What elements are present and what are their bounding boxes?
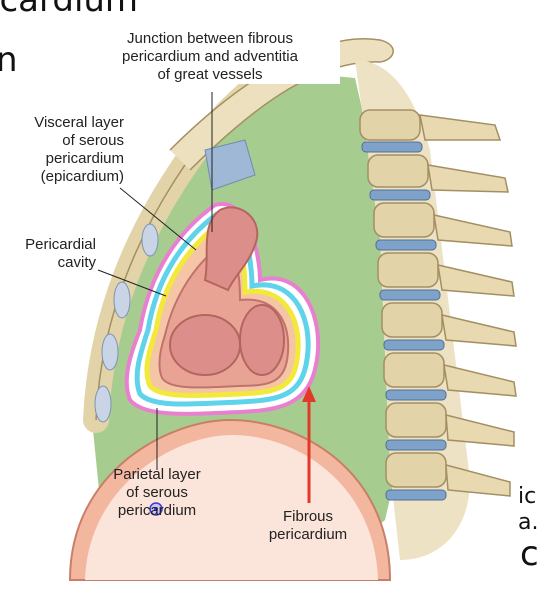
rib-stubs [94,223,159,423]
label-junction: Junction between fibrous pericardium and… [80,30,340,84]
label-junction-line-2: pericardium and adventitia [122,48,298,65]
label-visceral-line-1: Visceral layer [34,114,124,131]
heart-chamber-right [239,304,285,376]
vertebral-bodies [359,109,447,488]
slide-text-fragment-c: c [520,534,539,574]
label-parietal-line-1: Parietal layer [113,466,201,483]
label-cavity-line-1: Pericardial [25,236,96,253]
cartilage-patch [204,139,256,191]
label-parietal-line-3: pericardium [117,502,197,519]
slide-text-fragment-ica: ic a. [518,484,539,535]
label-fibrous-pericardium: Fibrous pericardium [248,508,368,544]
fibrous-pericardium-arrow [302,386,316,503]
intervertebral-discs [361,141,447,501]
label-visceral-line-2: of serous [62,132,124,149]
label-junction-line-1: Junction between fibrous [127,30,293,47]
label-parietal-layer: Parietal layer of serous pericardium [92,466,222,520]
label-visceral-layer: Visceral layer of serous pericardium (ep… [6,114,124,186]
label-pericardial-cavity: Pericardial cavity [6,236,96,272]
label-visceral-line-4: (epicardium) [40,168,124,185]
diaphragm-inner [85,435,378,580]
cursor-marker-icon [149,502,163,516]
label-fibrous-line-2: pericardium [268,526,348,543]
label-visceral-line-3: pericardium [45,150,124,167]
slide-text-fragment-left: n [0,40,18,80]
leader-lines [97,92,213,470]
heart-chamber-left [169,314,241,376]
spinous-processes [419,114,517,497]
slide-text-fragment-top: icardium [0,0,139,20]
label-parietal-line-2: of serous [126,484,188,501]
label-cavity-line-2: cavity [57,254,96,271]
leader-visceral [119,187,197,251]
great-vessel [203,206,259,292]
leader-cavity [97,269,167,297]
label-fibrous-line-1: Fibrous [282,508,334,525]
label-junction-line-3: of great vessels [157,66,263,83]
